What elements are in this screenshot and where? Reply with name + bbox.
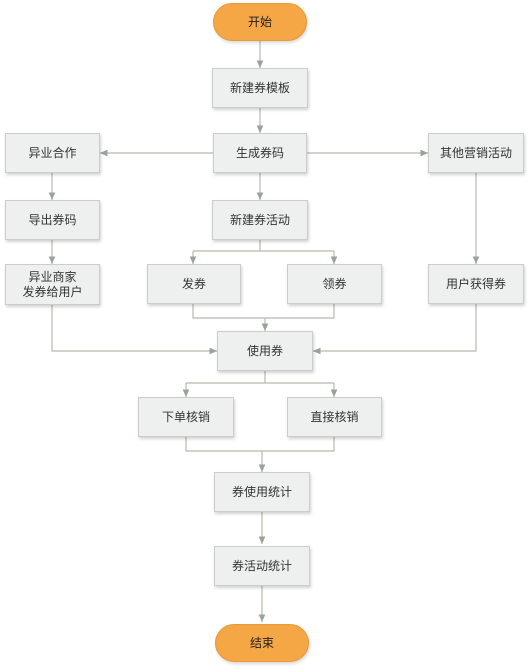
edge-merchant-use: [51, 305, 217, 355]
export-code-node: 导出券码: [5, 200, 100, 240]
edge-issue-claim-merge: [192, 304, 335, 319]
order-verify-node: 下单核销: [138, 397, 234, 437]
claim-node: 领券: [287, 264, 382, 304]
direct-verify-node: 直接核销: [287, 397, 382, 437]
issue-node: 发券: [147, 264, 241, 304]
end-node: 结束: [215, 624, 309, 662]
generate-node: 生成券码: [213, 133, 307, 173]
edge-verify-merge: [185, 437, 335, 452]
other-marketing-node: 其他营销活动: [428, 133, 524, 173]
cross-coop-node: 异业合作: [5, 133, 100, 173]
user-get-node: 用户获得券: [428, 264, 524, 304]
edge-activity-branch: [193, 240, 334, 252]
edge-user-get-use: [313, 304, 477, 355]
template-node: 新建券模板: [212, 68, 308, 108]
use-stats-node: 券使用统计: [214, 472, 310, 512]
start-node: 开始: [213, 3, 307, 41]
new-activity-node: 新建券活动: [212, 200, 308, 240]
edge-use-branch: [186, 371, 334, 384]
activity-stats-node: 券活动统计: [214, 546, 310, 586]
merchant-issue-node: 异业商家 发券给用户: [5, 264, 100, 305]
use-node: 使用券: [217, 331, 313, 371]
